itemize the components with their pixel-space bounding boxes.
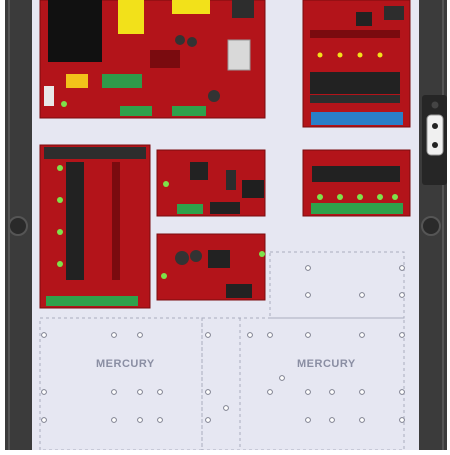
power-supply-board (39, 0, 266, 119)
standoff-dot (111, 389, 117, 395)
tamper-switch (426, 114, 444, 156)
controller-board (156, 149, 266, 217)
standoff-dot (205, 389, 211, 395)
standoff-dot (399, 292, 405, 298)
standoff-dot (111, 417, 117, 423)
tamper-switch-hole-bottom (432, 142, 438, 148)
standoff-dot (223, 405, 229, 411)
standoff-dot (305, 332, 311, 338)
standoff-dot (111, 332, 117, 338)
standoff-dot (267, 389, 273, 395)
standoff-dot (359, 389, 365, 395)
relay-board-left (39, 144, 151, 309)
standoff-dot (359, 292, 365, 298)
standoff-dot (359, 417, 365, 423)
standoff-dot (137, 417, 143, 423)
relay-board-right (302, 149, 411, 217)
standoff-dot (41, 332, 47, 338)
enclosure-frame-highlight-right (442, 0, 444, 450)
relay-board-top-right (302, 0, 411, 128)
standoff-dot (41, 389, 47, 395)
standoff-dot (305, 292, 311, 298)
standoff-dot (305, 417, 311, 423)
standoff-dot (399, 417, 405, 423)
standoff-dot (399, 332, 405, 338)
right-mounting-hole (421, 216, 441, 236)
standoff-dot (305, 389, 311, 395)
standoff-dots (41, 265, 405, 423)
standoff-dot (157, 389, 163, 395)
backplate-label-left: MERCURY (96, 358, 155, 370)
standoff-dot (329, 389, 335, 395)
standoff-dot (399, 389, 405, 395)
standoff-dot (329, 417, 335, 423)
backplate-label-right: MERCURY (297, 358, 356, 370)
standoff-dot (205, 417, 211, 423)
standoff-dot (267, 332, 273, 338)
standoff-dot (137, 389, 143, 395)
standoff-dot (359, 332, 365, 338)
standoff-dot (279, 375, 285, 381)
standoff-dot (305, 265, 311, 271)
standoff-dot (205, 332, 211, 338)
left-mounting-hole (8, 216, 28, 236)
standoff-dot (137, 332, 143, 338)
power-board-center (156, 233, 266, 301)
standoff-dot (399, 265, 405, 271)
tamper-hinge-hole (431, 101, 439, 109)
standoff-dot (247, 332, 253, 338)
standoff-dot (157, 417, 163, 423)
tamper-switch-hole-top (432, 123, 438, 129)
empty-slot-upper (269, 251, 405, 319)
standoff-dot (41, 417, 47, 423)
